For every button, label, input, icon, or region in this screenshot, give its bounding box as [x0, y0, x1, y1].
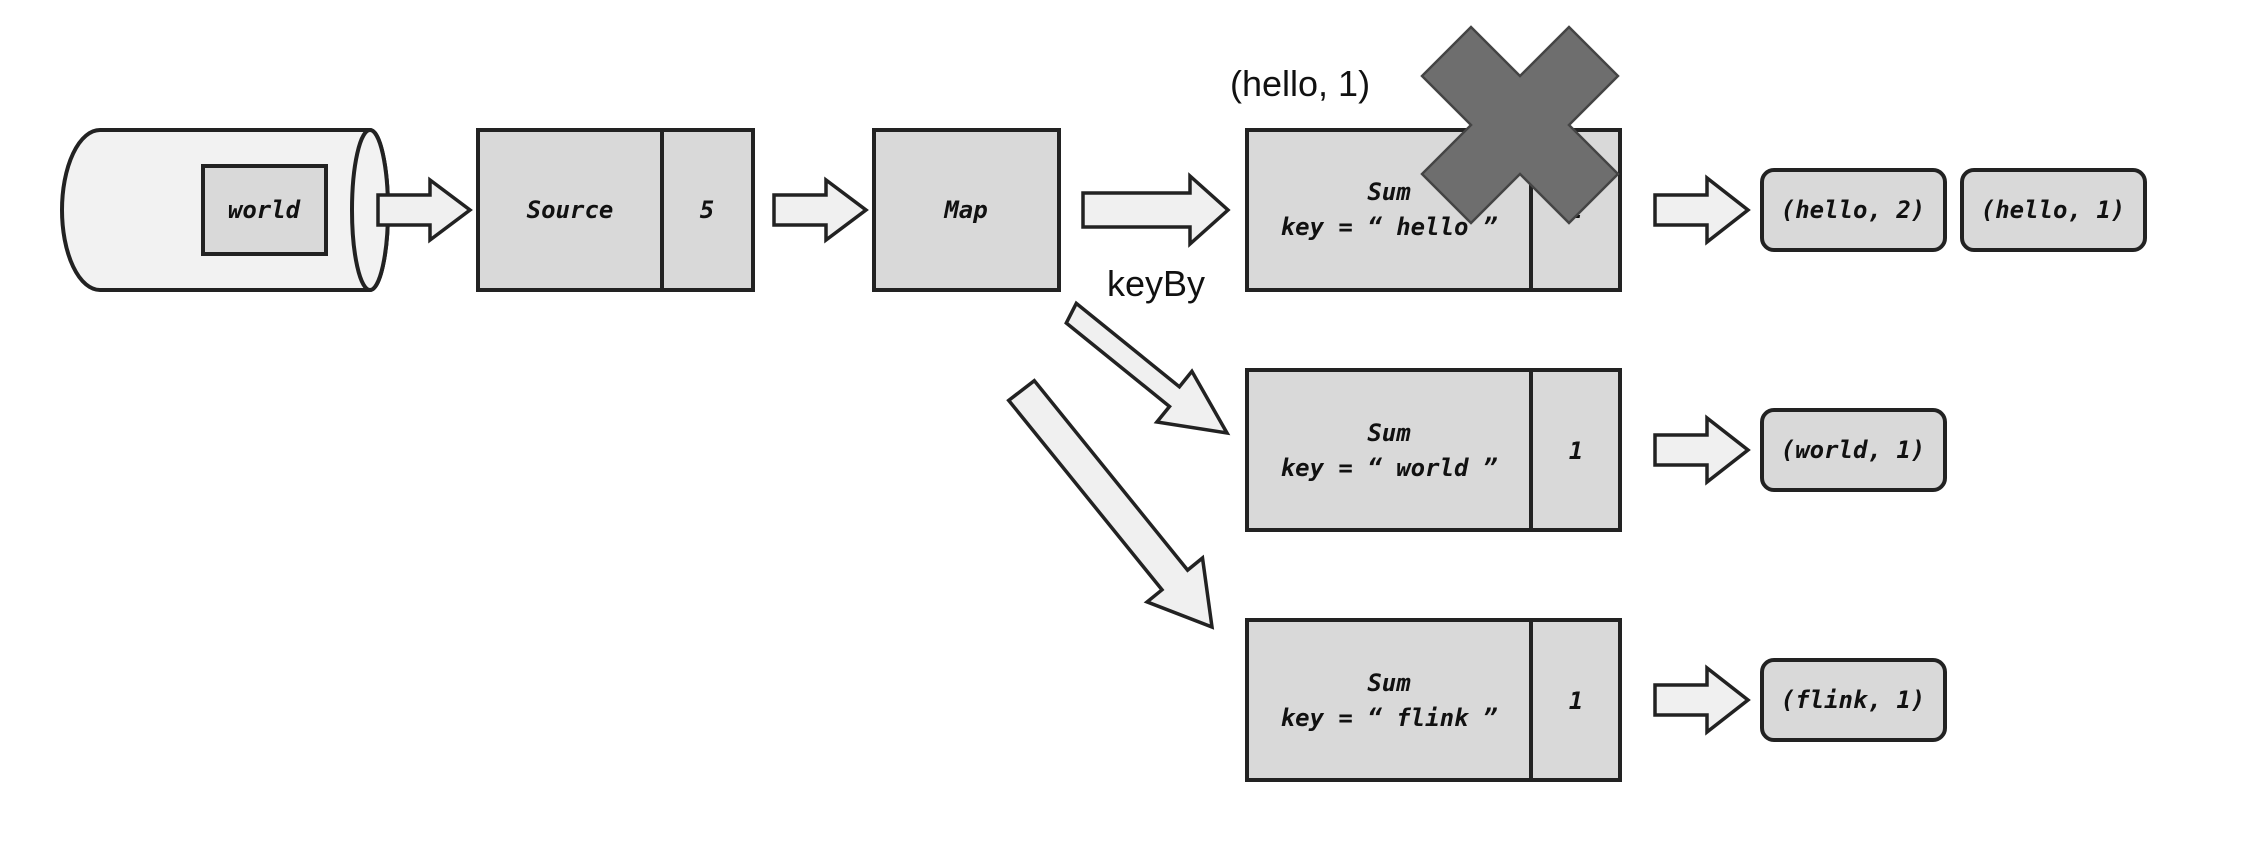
- sum-key: key = “ flink ”: [1281, 704, 1498, 732]
- arrow-world-output: [1653, 414, 1751, 486]
- queue-record-text: world: [228, 196, 301, 224]
- source-label: Source: [527, 196, 614, 224]
- dropped-record-label: (hello, 1): [1230, 63, 1370, 104]
- sum-task-world: [1245, 368, 1622, 532]
- sum-title: Sum: [1367, 419, 1411, 447]
- source-operator: [476, 128, 755, 292]
- output-record: [1960, 168, 2147, 252]
- arrow-map-to-sum-flink: [1006, 378, 1215, 630]
- arrow-queue-to-source: [376, 176, 473, 244]
- queue-record-box: [201, 164, 328, 256]
- sum-title: Sum: [1367, 178, 1411, 206]
- sum-key: key = “ world ”: [1281, 454, 1498, 482]
- output-record: [1760, 658, 1947, 742]
- map-label: Map: [943, 196, 987, 224]
- arrow-map-to-sum-hello: [1081, 172, 1231, 248]
- map-operator: [872, 128, 1061, 292]
- output-record: [1760, 408, 1947, 492]
- sum-key: key = “ hello ”: [1281, 213, 1498, 241]
- sum-state: 1: [1569, 437, 1583, 465]
- arrow-flink-output: [1653, 664, 1751, 736]
- sum-task-flink: [1245, 618, 1622, 782]
- cross-icon: [1420, 25, 1620, 225]
- arrow-map-to-sum-world: [1064, 300, 1231, 436]
- sum-title: Sum: [1367, 669, 1411, 697]
- output-record-text: (hello, 1): [1981, 196, 2126, 224]
- arrow-source-to-map: [772, 176, 869, 244]
- keyby-label: keyBy: [1107, 263, 1205, 304]
- output-record-text: (flink, 1): [1781, 686, 1926, 714]
- output-record: [1760, 168, 1947, 252]
- output-record-text: (hello, 2): [1781, 196, 1926, 224]
- arrow-hello-output: [1653, 174, 1751, 246]
- output-record-text: (world, 1): [1781, 436, 1926, 464]
- sum-state: 1: [1569, 687, 1583, 715]
- source-state: 5: [700, 196, 714, 224]
